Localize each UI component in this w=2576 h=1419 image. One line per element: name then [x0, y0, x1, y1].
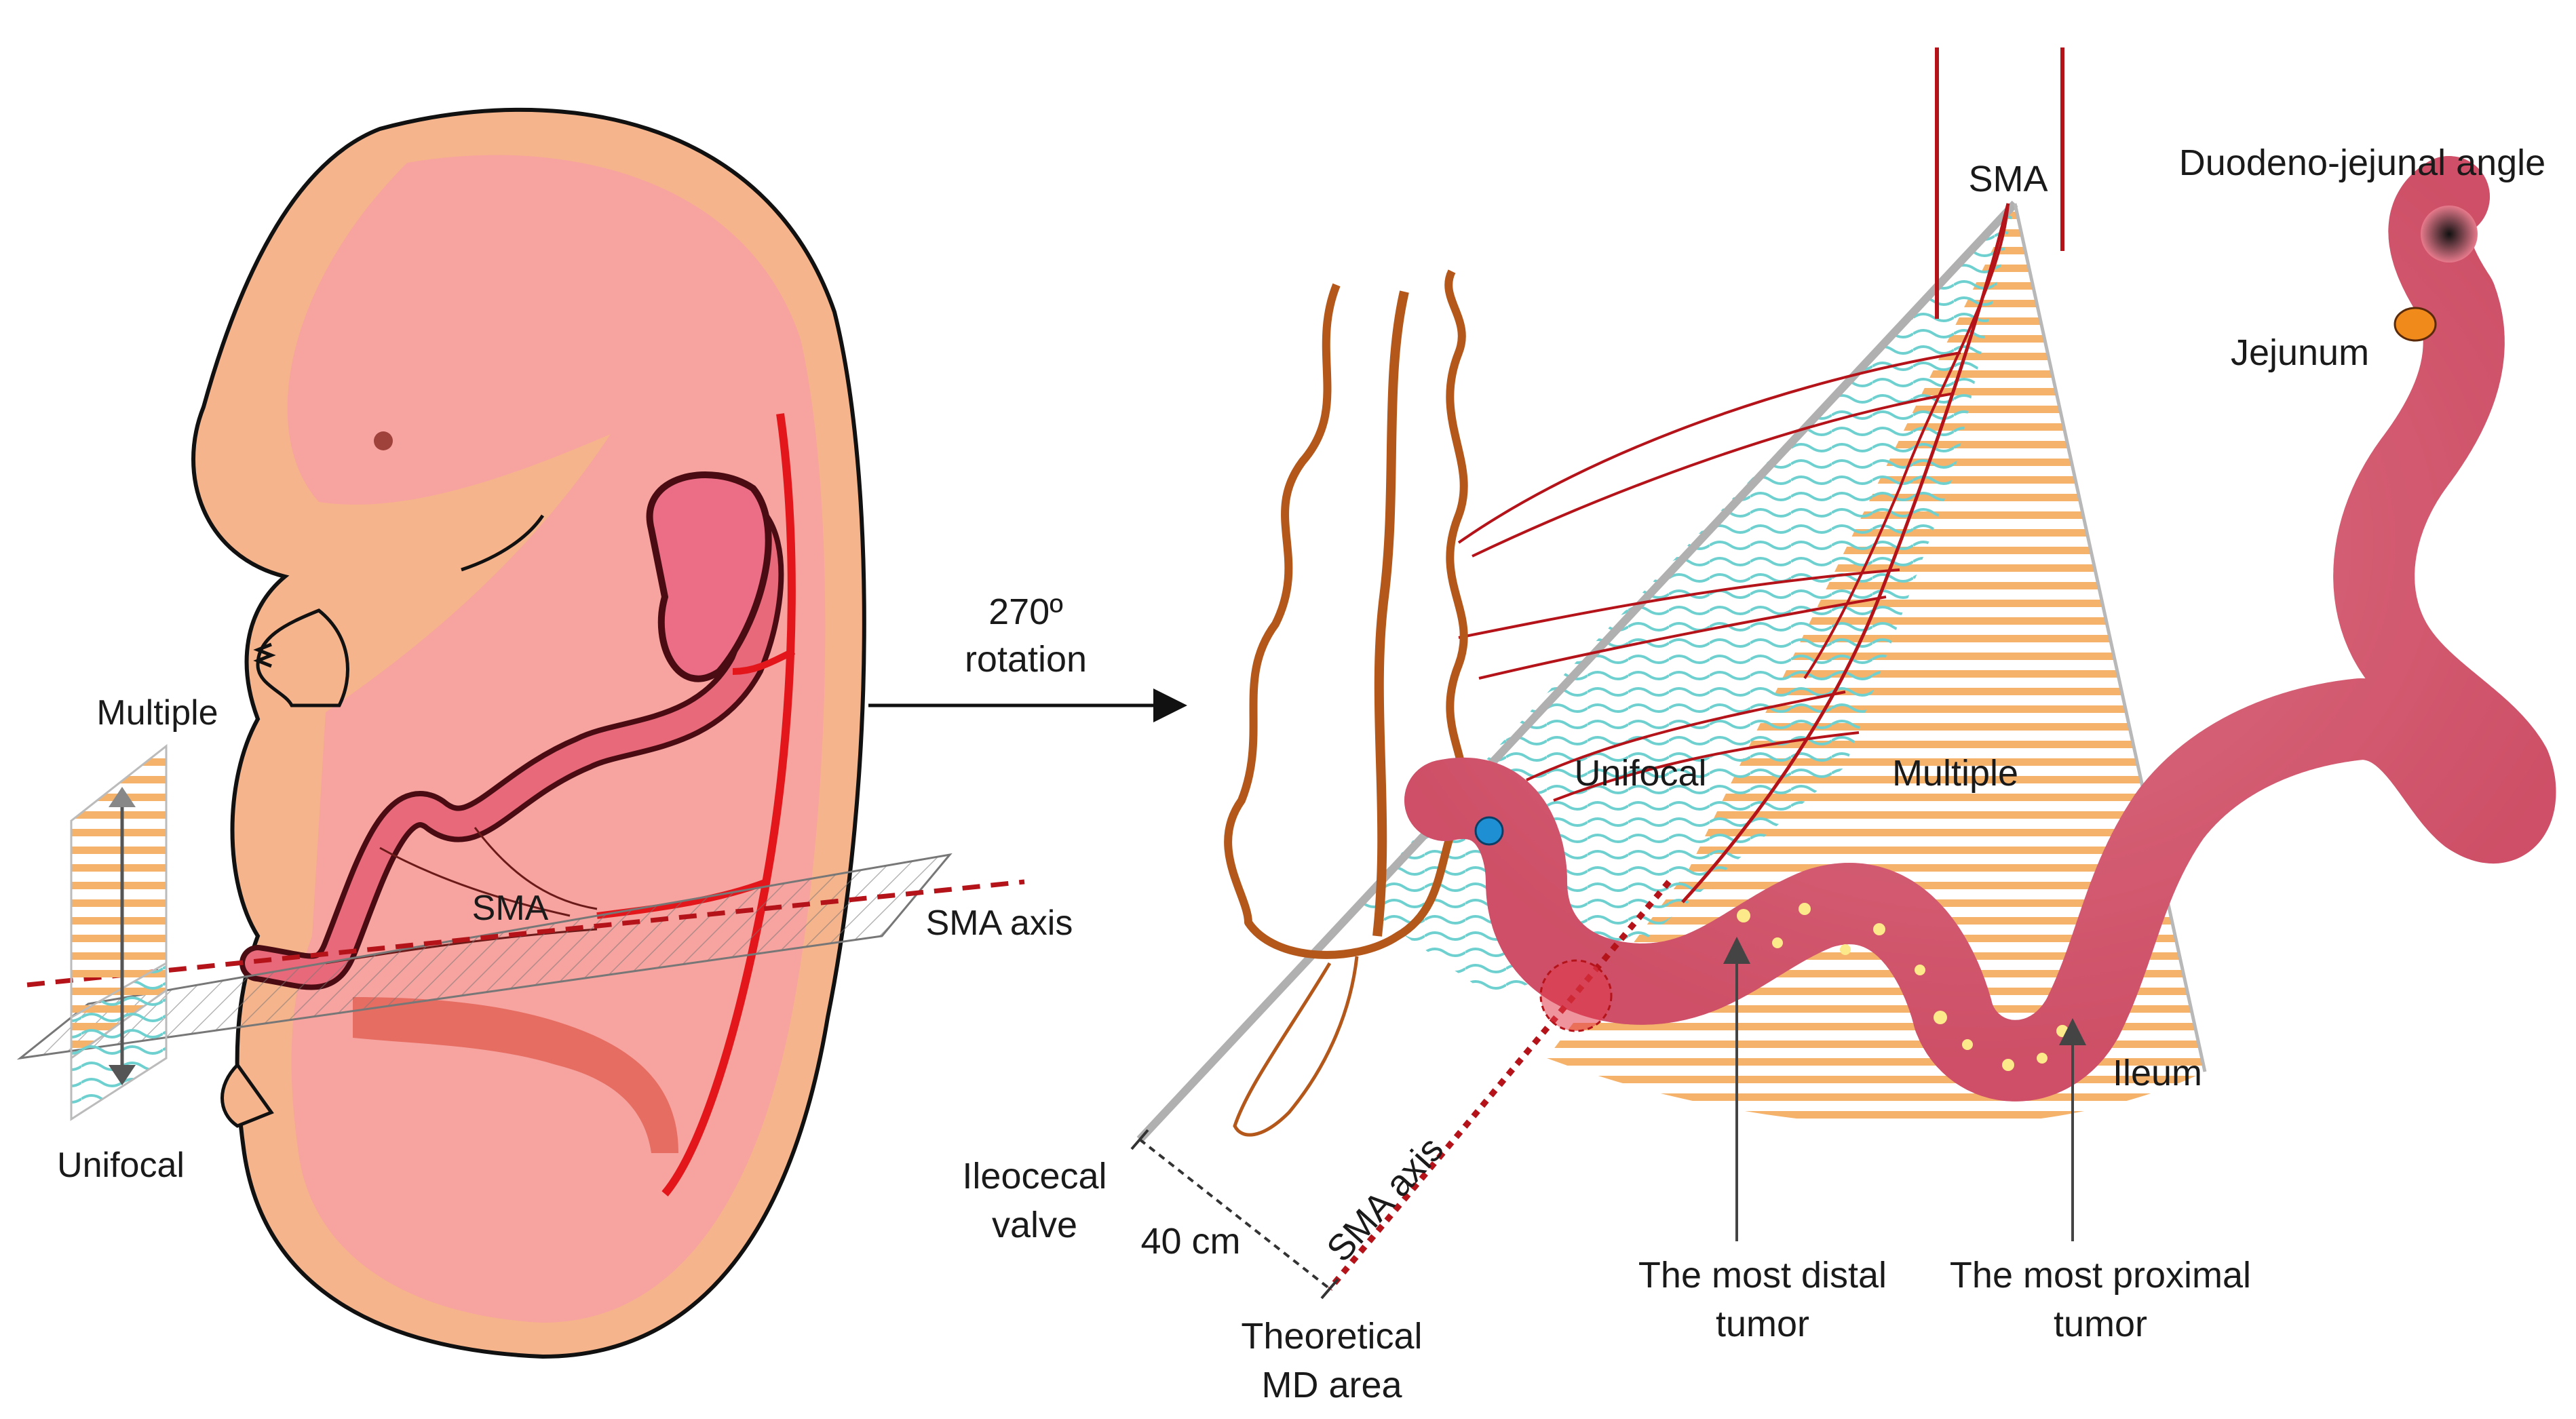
embryo-limb	[256, 608, 349, 707]
aorta	[661, 413, 796, 1197]
appendix	[1233, 956, 1359, 1137]
jejunum-marker	[2394, 307, 2437, 342]
distal-tumor-label-line2: tumor	[1716, 1304, 1809, 1344]
distance-label: 40 cm	[1140, 1221, 1240, 1262]
sma-axis-line	[26, 879, 1025, 988]
duodeno-jejunal-lumen	[2421, 206, 2478, 263]
right-sma-label: SMA	[1968, 159, 2048, 199]
theoretical-md-area	[1539, 959, 1613, 1032]
rotation-word: rotation	[965, 639, 1087, 680]
distal-tumor-label-line1: The most distal	[1638, 1255, 1887, 1296]
proximal-tumor-label-line1: The most proximal	[1950, 1255, 2251, 1296]
tumor-dot	[1799, 903, 1811, 915]
tumor-dot	[1840, 944, 1851, 955]
embryo-body-inner	[287, 155, 826, 1323]
embryo-eye	[374, 431, 393, 450]
duodeno-jejunal-label: Duodeno-jejunal angle	[2179, 142, 2545, 183]
tumor-dot	[1873, 923, 1885, 935]
sma-plane	[16, 853, 953, 1060]
ileocecal-label-line2: valve	[992, 1205, 1077, 1245]
left-unifocal-label: Unifocal	[57, 1146, 185, 1185]
tumor-dot	[2002, 1059, 2014, 1071]
tumor-dot	[1737, 909, 1750, 922]
embryo-figure: Multiple Unifocal SMA SMA axis	[16, 107, 1073, 1359]
right-sma-axis-label: SMA axis	[1319, 1129, 1451, 1269]
gut-bulb	[646, 471, 772, 682]
distance-dimension	[1138, 1138, 1331, 1290]
hindgut	[353, 997, 678, 1153]
tumor-dot	[1962, 1039, 1973, 1050]
tumor-dot	[1915, 965, 1925, 975]
left-multiple-label: Multiple	[96, 693, 218, 733]
proximal-tumor-label-line2: tumor	[2054, 1304, 2147, 1344]
left-sma-axis-label: SMA axis	[926, 903, 1073, 943]
tumor-dot	[1934, 1011, 1947, 1024]
ileum-label: Ileum	[2113, 1053, 2202, 1093]
right-multiple-label: Multiple	[1892, 753, 2018, 794]
rotation-arrow: 270º rotation	[868, 591, 1187, 722]
colon	[1224, 269, 1468, 959]
tumor-dot	[1772, 937, 1783, 948]
unifocal-panel	[70, 961, 168, 1121]
left-sma-label: SMA	[472, 889, 549, 928]
ileocecal-marker	[1474, 816, 1504, 846]
jejunum-label: Jejunum	[2231, 332, 2369, 373]
right-unifocal-label: Unifocal	[1574, 753, 1706, 794]
mesentery-root	[1136, 200, 2018, 1143]
theoretical-md-label-line1: Theoretical	[1241, 1316, 1422, 1357]
ileocecal-label-line1: Ileocecal	[962, 1156, 1107, 1197]
rotation-degrees: 270º	[988, 591, 1063, 632]
theoretical-md-label-line2: MD area	[1261, 1365, 1402, 1405]
mesentery-figure: SMA Duodeno-jejunal angle Jejunum Unifoc…	[962, 47, 2556, 1405]
tumor-dot	[2037, 1053, 2048, 1064]
tumor-dot	[2056, 1025, 2069, 1037]
